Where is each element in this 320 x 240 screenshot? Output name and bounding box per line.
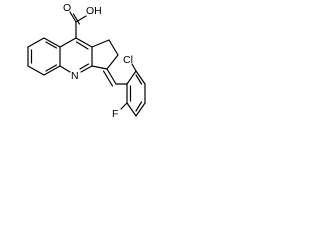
bond [59, 37, 77, 48]
fluorochlorophenyl-ring [126, 70, 146, 117]
bond [27, 37, 45, 48]
nitrogen-label: N [71, 70, 79, 82]
bond [91, 65, 108, 70]
bond-to-chlorine [131, 63, 137, 72]
bond [91, 39, 110, 48]
chlorine-label: Cl [123, 54, 133, 66]
double-bond-inner [75, 41, 89, 50]
pyridine-ring [59, 37, 93, 73]
bond [106, 54, 119, 70]
bond [80, 65, 93, 73]
bond [27, 65, 45, 76]
bond [43, 65, 61, 76]
bond [135, 102, 146, 117]
double-bond-inner [135, 101, 143, 112]
bond [106, 68, 117, 85]
carboxylic-acid-group [69, 11, 87, 39]
benzylidene-linker [102, 68, 128, 87]
double-bond-inner [79, 63, 90, 70]
double-bond-inner [45, 41, 58, 49]
benzo-ring [27, 37, 61, 76]
bond [59, 65, 71, 73]
carbonyl-oxygen-label: O [63, 2, 71, 14]
bond [69, 11, 77, 23]
bond [43, 37, 61, 48]
bond [75, 15, 87, 23]
double-bond-inner [45, 64, 58, 72]
structure-svg: OH O N Cl F [27, 2, 146, 120]
bond [108, 39, 119, 56]
cyclopentane-ring [91, 39, 119, 70]
double-bond [102, 70, 114, 87]
bond [126, 102, 137, 117]
double-bond-inner [135, 74, 143, 85]
hydroxyl-label: OH [86, 5, 102, 17]
bond [126, 70, 137, 85]
bond [75, 37, 93, 48]
bond-to-fluorine [120, 102, 128, 110]
fluorine-label: F [112, 108, 118, 120]
molecule-structure-canvas: OH O N Cl F [0, 0, 153, 134]
bond [135, 70, 146, 85]
double-bond [72, 13, 81, 25]
